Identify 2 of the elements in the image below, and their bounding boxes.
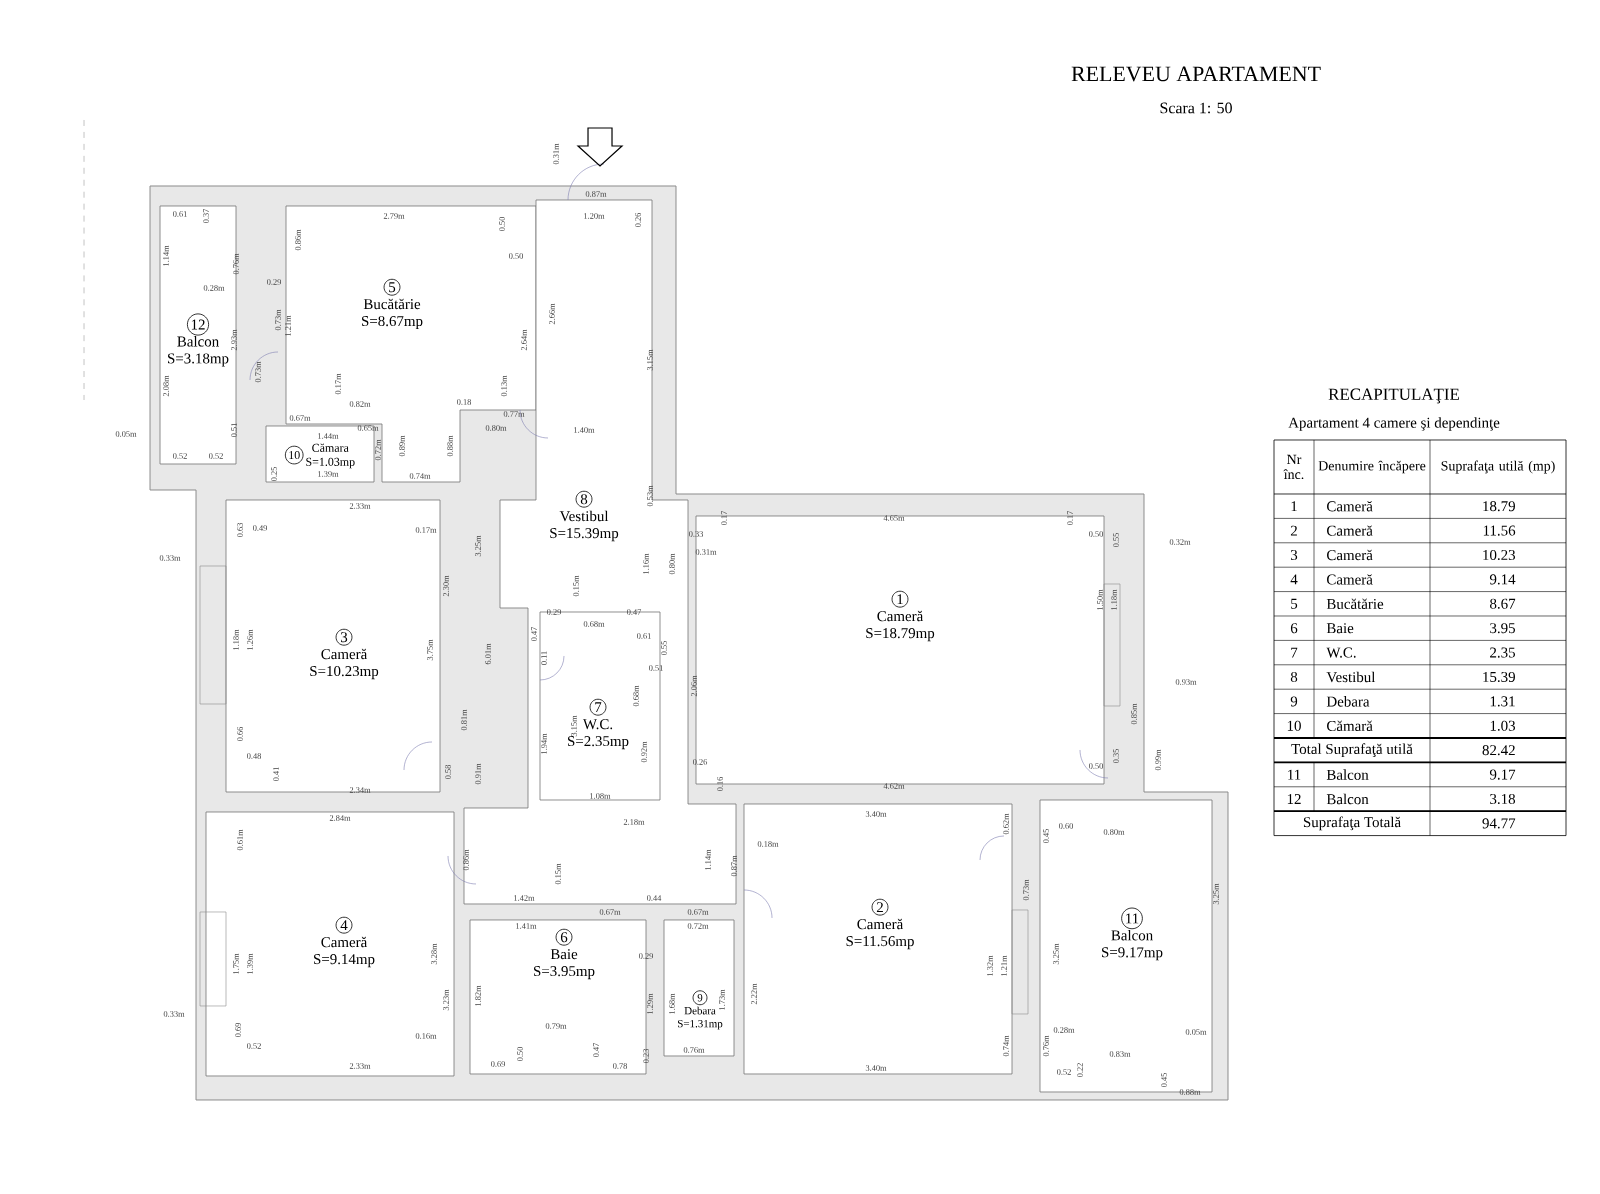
table-title: RECAPITULAŢIE bbox=[1328, 388, 1459, 404]
title: RELEVEU APARTAMENT bbox=[1071, 66, 1321, 82]
